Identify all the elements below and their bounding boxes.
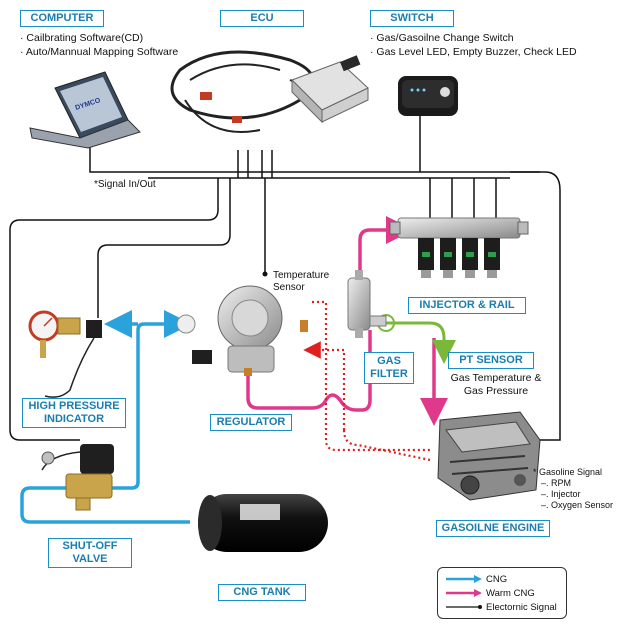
engine-signals: * Gasoline Signal –. RPM –. Injector –. … xyxy=(533,467,613,511)
injector-rail-box: INJECTOR & RAIL xyxy=(408,297,526,314)
shutoff-valve-icon xyxy=(41,444,114,511)
regulator-icon xyxy=(176,285,308,376)
legend-label: Warm CNG xyxy=(486,587,535,599)
legend-cng-swatch xyxy=(446,575,482,583)
legend: CNG Warm CNG Electornic Signal xyxy=(437,567,567,619)
signal-note: *Signal In/Out xyxy=(94,179,156,190)
gas-filter-icon xyxy=(347,270,387,338)
pt-sensor-desc: Gas Temperature & Gas Pressure xyxy=(444,372,548,398)
injector-rail-icon xyxy=(389,217,529,278)
high-pressure-line: HIGH PRESSURE xyxy=(28,400,120,412)
engine-signal-item: –. Injector xyxy=(541,489,581,499)
gas-filter-line: GAS xyxy=(377,355,401,367)
legend-item-signal: Electornic Signal xyxy=(446,600,557,614)
legend-signal-swatch xyxy=(446,605,482,609)
temperature-sensor-line: Sensor xyxy=(273,282,305,293)
legend-warm-cng-swatch xyxy=(446,589,482,597)
pt-sensor-line xyxy=(386,321,456,364)
computer-item: Auto/Mannual Mapping Software xyxy=(20,45,178,59)
switch-items: Gas/Gasoilne Change Switch Gas Level LED… xyxy=(370,31,577,59)
switch-item: Gas Level LED, Empty Buzzer, Check LED xyxy=(370,45,576,59)
switch-item: Gas/Gasoilne Change Switch xyxy=(370,31,577,45)
switch-box: SWITCH xyxy=(370,10,454,27)
pt-sensor-box: PT SENSOR xyxy=(448,352,534,369)
high-pressure-line: INDICATOR xyxy=(43,413,105,425)
shutoff-valve-line: SHUT-OFF xyxy=(62,540,118,552)
temperature-sensor-line: Temperature xyxy=(273,270,330,281)
engine-signals-title: * Gasoline Signal xyxy=(533,467,603,477)
gas-filter-box: GAS FILTER xyxy=(364,352,414,384)
pressure-gauge-icon xyxy=(28,310,102,398)
cng-lines xyxy=(20,310,192,524)
pt-sensor-desc-line: Gas Temperature & xyxy=(450,372,542,384)
engine-icon xyxy=(437,411,541,501)
high-pressure-box: HIGH PRESSURE INDICATOR xyxy=(22,398,126,428)
engine-signal-item: –. Oxygen Sensor xyxy=(541,500,614,510)
gas-filter-line: FILTER xyxy=(370,368,408,380)
computer-box: COMPUTER xyxy=(20,10,104,27)
regulator-box: REGULATOR xyxy=(210,414,292,431)
shutoff-valve-line: VALVE xyxy=(72,553,108,565)
shutoff-valve-box: SHUT-OFF VALVE xyxy=(48,538,132,568)
engine-signal-item: –. RPM xyxy=(541,478,572,488)
computer-item: Cailbrating Software(CD) xyxy=(20,31,178,45)
switch-icon xyxy=(398,76,458,116)
pt-sensor-desc-line: Gas Pressure xyxy=(463,385,529,397)
legend-label: CNG xyxy=(486,573,508,585)
laptop-icon: DYMCO xyxy=(29,71,141,149)
cng-tank-icon xyxy=(198,494,328,552)
temperature-sensor-label: Temperature Sensor xyxy=(273,270,329,294)
temperature-sensor-dot xyxy=(262,271,268,277)
legend-label: Electornic Signal xyxy=(486,601,557,613)
gasoline-engine-box: GASOILNE ENGINE xyxy=(436,520,550,537)
signal-wires xyxy=(9,112,561,441)
legend-item-cng: CNG xyxy=(446,572,507,586)
dotted-lines xyxy=(303,300,431,462)
ecu-box: ECU xyxy=(220,10,304,27)
ecu-icon xyxy=(170,50,369,133)
cng-tank-box: CNG TANK xyxy=(218,584,306,601)
legend-item-warm-cng: Warm CNG xyxy=(446,586,535,600)
computer-items: Cailbrating Software(CD) Auto/Mannual Ma… xyxy=(20,31,178,59)
